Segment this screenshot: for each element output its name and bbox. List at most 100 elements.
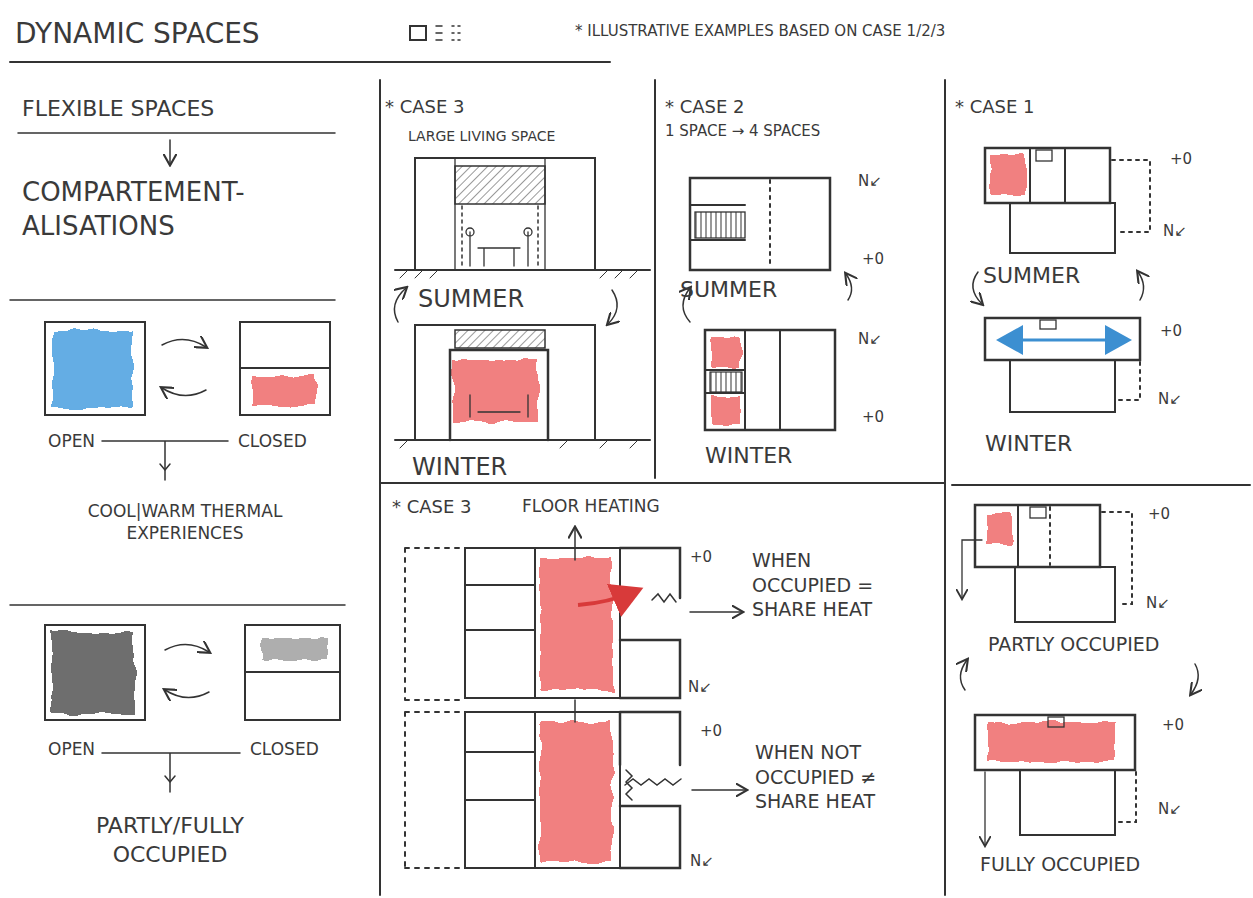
orientation-mark: N↙	[1158, 800, 1182, 820]
level-mark: +0	[700, 722, 722, 742]
sketch-stroke	[625, 779, 681, 785]
section-heading: COMPARTEMENT- ALISATIONS	[22, 176, 322, 244]
orientation-mark: N↙	[1146, 594, 1170, 614]
sketch-stroke	[1040, 320, 1056, 329]
sketch-stroke	[395, 439, 650, 441]
sketch-stroke	[1118, 362, 1140, 400]
sketch-stroke	[45, 625, 145, 720]
orientation-mark: N↙	[1163, 222, 1187, 242]
sketch-stroke	[400, 270, 638, 278]
plan-sketch	[960, 148, 1198, 845]
sketch-stroke	[1020, 770, 1115, 835]
level-mark: +0	[1160, 322, 1182, 342]
sketch-stroke	[744, 330, 746, 430]
sketch-stroke	[988, 722, 1116, 762]
level-mark: +0	[862, 408, 884, 428]
frame-lines	[10, 26, 1250, 895]
case-heading: * CASE 3	[392, 495, 472, 518]
sketch-stroke	[162, 339, 206, 347]
callout-label: FLOOR HEATING	[522, 495, 660, 517]
sketch-stroke	[952, 484, 1250, 486]
diagram-title: DYNAMIC SPACES	[15, 16, 260, 52]
case-note: 1 SPACE → 4 SPACES	[665, 122, 820, 142]
sketch-stroke	[1002, 339, 1126, 342]
sketch-stroke	[1118, 772, 1136, 822]
sketch-stroke	[654, 80, 656, 478]
sketch-stroke	[578, 591, 636, 605]
sketch-stroke	[162, 388, 206, 396]
sketch-stroke	[395, 269, 650, 271]
sketch-stroke	[944, 80, 946, 895]
case-heading: * CASE 2	[665, 95, 745, 118]
sketch-stroke	[405, 528, 746, 868]
subtitle-note: * ILLUSTRATIVE EXAMPLES BASED ON CASE 1/…	[575, 22, 945, 42]
sketch-stroke	[690, 239, 745, 241]
annotation-text: WHEN NOT OCCUPIED ≠ SHARE HEAT	[755, 740, 885, 814]
floor-heating-sketch	[405, 528, 746, 868]
sketch-stroke	[415, 158, 595, 270]
sketch-stroke	[405, 712, 465, 868]
season-label: WINTER	[985, 430, 1072, 459]
sketch-stroke	[52, 330, 132, 408]
sketch-stroke	[394, 288, 406, 322]
sketch-stroke	[690, 178, 830, 270]
sketch-stroke	[380, 482, 945, 484]
sketch-stroke	[574, 700, 576, 722]
sketch-stroke	[252, 376, 316, 406]
sketch-stroke	[1191, 664, 1198, 694]
sketch-stroke	[169, 140, 171, 164]
sketch-stroke	[769, 180, 771, 268]
sketch-stroke	[690, 611, 742, 613]
sketch-stroke	[540, 722, 612, 862]
sketch-stroke	[712, 396, 740, 424]
sketch-stroke	[462, 206, 538, 268]
sketch-stroke	[465, 548, 620, 698]
sketch-stroke	[705, 370, 745, 393]
sketch-stroke	[45, 322, 145, 415]
state-label: OPEN	[48, 430, 95, 452]
orientation-mark: N↙	[690, 852, 714, 872]
sketch-stroke	[986, 514, 1012, 544]
state-label: OPEN	[48, 738, 95, 760]
state-label: FULLY OCCUPIED	[980, 852, 1140, 877]
sketch-stroke	[18, 132, 335, 134]
sketch-stroke	[410, 26, 426, 40]
sketch-stroke	[1049, 507, 1051, 565]
sketch-stroke	[574, 528, 576, 560]
sketch-stroke	[160, 464, 170, 470]
plan-sketch	[683, 178, 852, 430]
case-note: LARGE LIVING SPACE	[408, 127, 555, 145]
outcome-label: PARTLY/FULLY OCCUPIED	[40, 812, 300, 869]
sketch-stroke	[962, 540, 982, 598]
level-mark: +0	[862, 250, 884, 270]
sketch-stroke	[10, 299, 335, 301]
sketch-stroke	[626, 770, 632, 800]
sketch-stroke	[240, 322, 330, 415]
sketch-stroke	[1015, 567, 1115, 622]
case-heading: * CASE 1	[955, 95, 1035, 118]
sketch-stroke	[102, 753, 240, 792]
season-label: WINTER	[412, 452, 507, 483]
sketch-stroke	[975, 715, 1135, 770]
sketch-stroke	[455, 158, 545, 270]
sketch-stroke	[540, 558, 612, 690]
sketch-stroke	[710, 372, 742, 392]
sketch-stroke	[245, 625, 340, 720]
sketch-stroke	[620, 712, 680, 868]
sketch-stroke	[690, 204, 745, 206]
sketch-stroke	[1030, 148, 1065, 203]
sketch-stroke	[1138, 272, 1144, 300]
season-label: SUMMER	[983, 262, 1080, 291]
sketch-stroke	[470, 395, 528, 417]
sketch-stroke	[990, 155, 1025, 195]
sketch-stroke	[400, 440, 638, 448]
sketch-stroke	[465, 548, 535, 698]
sketch-stroke	[450, 350, 548, 440]
sketch-stroke	[1017, 505, 1019, 567]
section-sketch	[394, 158, 650, 448]
sketch-stroke	[52, 632, 134, 714]
section-heading: FLEXIBLE SPACES	[22, 95, 214, 124]
sketch-stroke	[705, 330, 835, 430]
sketch-stroke	[436, 26, 442, 40]
